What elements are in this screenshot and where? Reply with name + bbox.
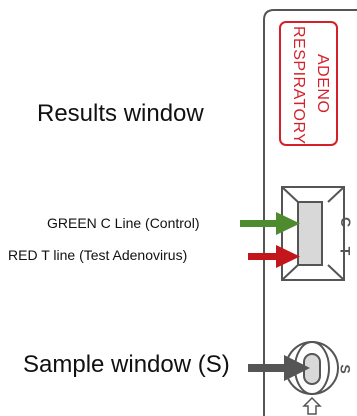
gray-arrow [248, 355, 310, 381]
brand-label-box [279, 21, 338, 146]
red-arrow [248, 245, 300, 268]
mark-c: C [338, 216, 355, 228]
mark-s: S [337, 364, 354, 374]
results-window-label: Results window [37, 100, 204, 127]
sample-window [285, 341, 339, 415]
red-line-label: RED T line (Test Adenovirus) [8, 247, 188, 263]
test-strip [297, 201, 323, 266]
green-arrow [240, 212, 300, 235]
results-window [281, 186, 345, 281]
cassette-outline [263, 9, 357, 416]
sample-arrow-up-icon [302, 396, 322, 415]
brand-line2: RESPIRATORY [290, 26, 307, 145]
brand-line1: ADENO [314, 54, 331, 114]
sample-window-label: Sample window (S) [23, 351, 230, 378]
mark-t: T [337, 246, 354, 256]
green-line-label: GREEN C Line (Control) [47, 215, 200, 231]
